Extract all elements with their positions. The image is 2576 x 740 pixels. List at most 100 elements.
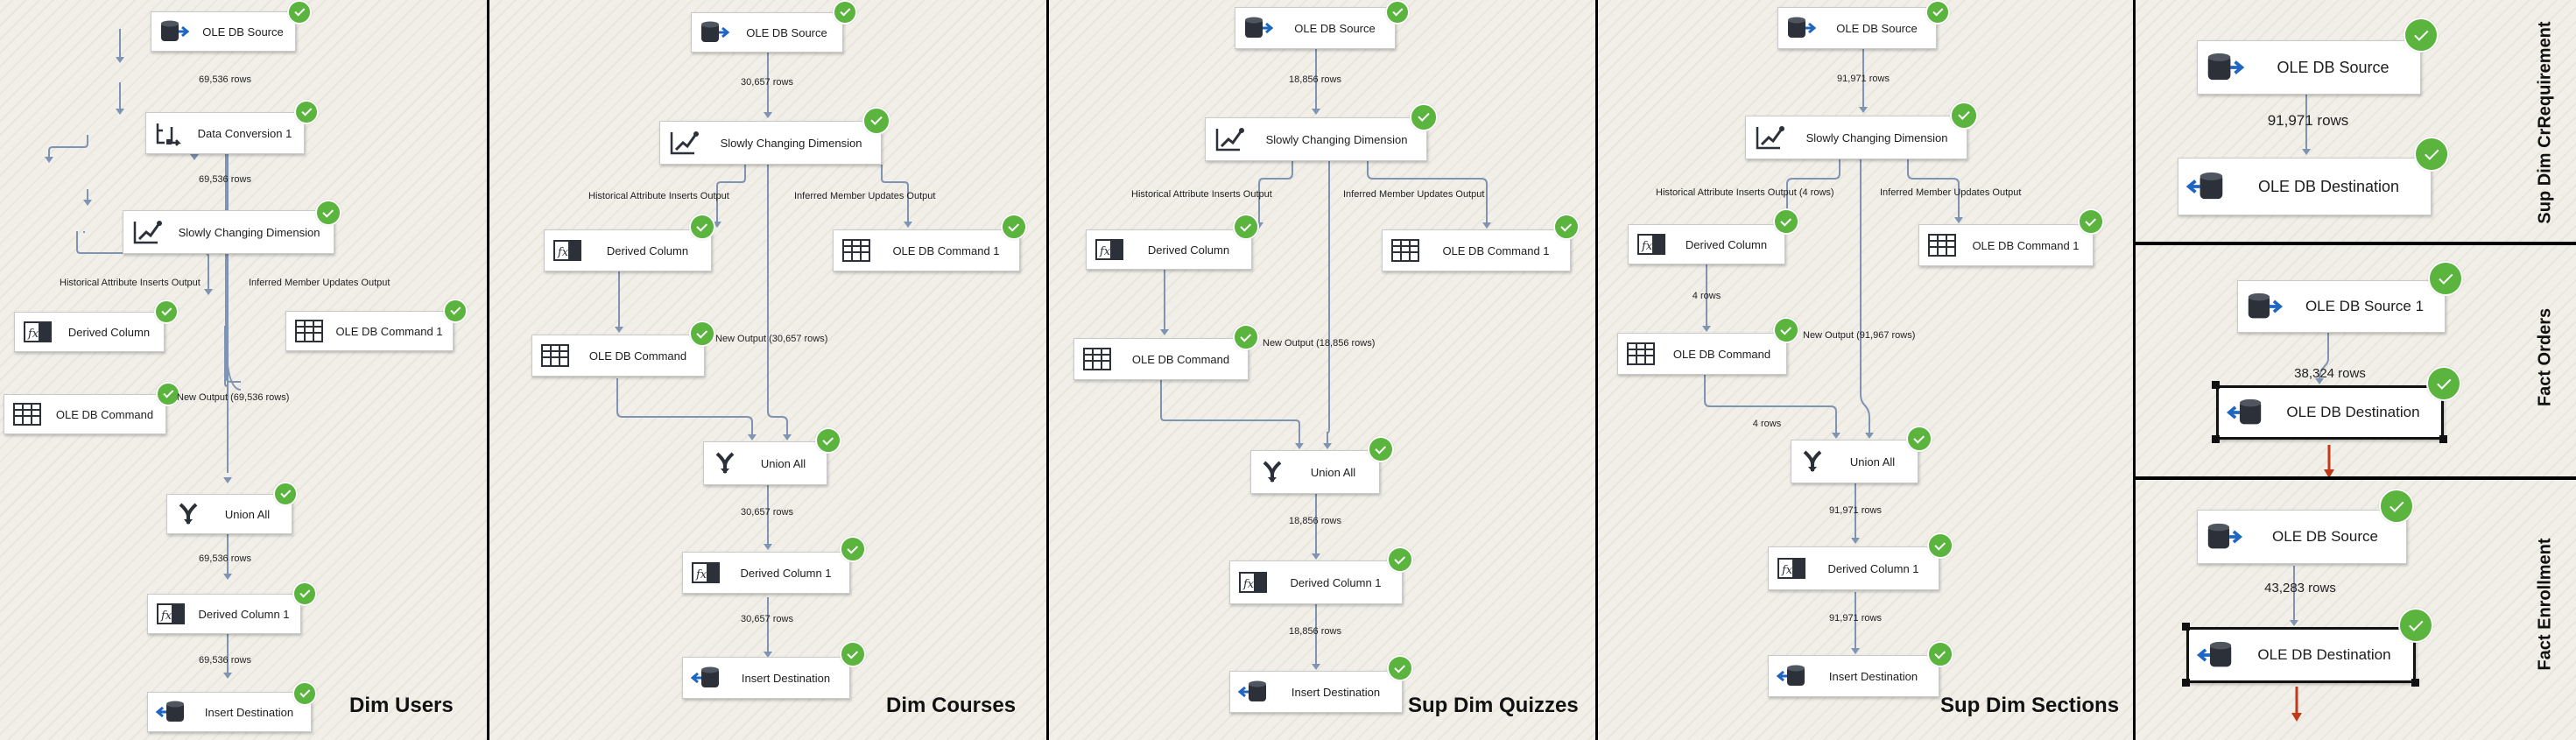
ole-db-command-icon xyxy=(12,401,42,427)
ole-db-source[interactable]: OLE DB Source xyxy=(2197,510,2407,564)
ole-db-source[interactable]: OLE DB Source xyxy=(1777,7,1937,49)
success-check-icon xyxy=(840,641,866,667)
database-source-icon xyxy=(159,19,189,44)
resize-handle[interactable] xyxy=(2212,381,2220,389)
panel-title: Fact Orders xyxy=(2535,307,2555,407)
node-label: Union All xyxy=(1310,465,1356,479)
row-count-label: 30,657 rows xyxy=(741,507,793,518)
union-all[interactable]: Union All xyxy=(703,441,827,485)
success-check-icon xyxy=(1387,655,1413,681)
row-count-label: 18,856 rows xyxy=(1289,74,1341,85)
derived-column[interactable]: fx Derived Column xyxy=(1628,224,1785,264)
output-label: New Output (69,536 rows) xyxy=(177,392,290,403)
resize-handle[interactable] xyxy=(2212,435,2220,443)
row-count-label: 18,856 rows xyxy=(1289,626,1341,637)
output-label: Historical Attribute Inserts Output xyxy=(60,278,201,288)
success-check-icon xyxy=(2078,208,2104,235)
svg-text:fx: fx xyxy=(1641,240,1653,253)
ole-db-command-1[interactable]: OLE DB Command 1 xyxy=(285,311,454,351)
svg-text:fx: fx xyxy=(557,246,569,259)
success-check-icon xyxy=(1950,102,1978,130)
success-check-icon xyxy=(689,214,715,240)
union-all[interactable]: Union All xyxy=(166,494,292,534)
derived-column-1[interactable]: fx Derived Column 1 xyxy=(1768,546,1939,590)
ole-db-source[interactable]: OLE DB Source xyxy=(1235,7,1396,49)
ole-db-command-1[interactable]: OLE DB Command 1 xyxy=(1918,224,2094,266)
row-count-label: 30,657 rows xyxy=(741,77,793,88)
ole-db-source[interactable]: OLE DB Source xyxy=(691,12,843,53)
union-all[interactable]: Union All xyxy=(1791,440,1918,483)
success-check-icon xyxy=(294,100,319,124)
node-label: Insert Destination xyxy=(1828,669,1918,683)
row-count-label: 43,283 rows xyxy=(2264,581,2336,596)
union-all[interactable]: Union All xyxy=(1250,450,1380,494)
node-label: OLE DB Command xyxy=(588,349,687,363)
insert-destination[interactable]: Insert Destination xyxy=(1768,655,1939,697)
success-check-icon xyxy=(1553,214,1580,240)
derived-column-1[interactable]: fx Derived Column 1 xyxy=(1229,560,1403,604)
ole-db-source-1[interactable]: OLE DB Source 1 xyxy=(2237,280,2446,333)
output-label: New Output (91,967 rows) xyxy=(1803,330,1916,341)
panel-title: Fact Enrollment xyxy=(2535,538,2555,671)
resize-handle[interactable] xyxy=(2439,435,2447,443)
ole-db-destination[interactable]: OLE DB Destination xyxy=(2216,385,2444,440)
ole-db-command-1[interactable]: OLE DB Command 1 xyxy=(833,229,1020,271)
success-check-icon xyxy=(156,382,180,406)
derived-column-1[interactable]: fx Derived Column 1 xyxy=(147,594,301,634)
success-check-icon xyxy=(443,299,468,323)
ole-db-command[interactable]: OLE DB Command xyxy=(4,394,166,434)
node-label: OLE DB Source xyxy=(1836,21,1918,35)
ole-db-source[interactable]: OLE DB Source xyxy=(2197,40,2421,95)
success-check-icon xyxy=(2426,366,2461,401)
node-label: Slowly Changing Dimension xyxy=(1805,130,1948,144)
database-destination-icon xyxy=(691,666,721,690)
row-count-label: 91,971 rows xyxy=(1829,505,1882,516)
insert-destination[interactable]: Insert Destination xyxy=(682,657,850,699)
success-check-icon xyxy=(2428,261,2463,296)
success-check-icon xyxy=(1233,214,1259,240)
node-label: OLE DB Destination xyxy=(2286,404,2420,420)
node-label: OLE DB Source 1 xyxy=(2305,298,2425,314)
derived-column[interactable]: fx Derived Column xyxy=(544,229,712,271)
database-source-icon xyxy=(1786,16,1816,40)
derived-column[interactable]: fx Derived Column xyxy=(1086,229,1252,270)
output-label: Historical Attribute Inserts Output (4 r… xyxy=(1656,187,1834,198)
row-count-label: 69,536 rows xyxy=(199,655,251,666)
ole-db-command[interactable]: OLE DB Command xyxy=(531,335,705,377)
panel-dim-users: OLE DB Source 69,536 rows Data Conversio… xyxy=(0,0,487,740)
svg-text:fx: fx xyxy=(160,610,172,623)
resize-handle[interactable] xyxy=(2182,623,2190,631)
slowly-changing-dimension[interactable]: Slowly Changing Dimension xyxy=(659,121,882,165)
derived-column-icon: fx xyxy=(691,560,721,586)
node-label: OLE DB Destination xyxy=(2257,646,2391,663)
slowly-changing-dimension[interactable]: Slowly Changing Dimension xyxy=(1745,116,1967,159)
database-source-icon xyxy=(1243,16,1273,40)
ole-db-command-icon xyxy=(1927,232,1957,258)
output-label: Inferred Member Updates Output xyxy=(1880,187,2022,198)
ole-db-command[interactable]: OLE DB Command xyxy=(1073,338,1249,380)
success-check-icon xyxy=(154,300,179,324)
row-count-label: 91,971 rows xyxy=(1837,74,1890,84)
slowly-changing-dimension[interactable]: Slowly Changing Dimension xyxy=(123,210,334,254)
output-label: New Output (18,856 rows) xyxy=(1263,338,1376,349)
resize-handle[interactable] xyxy=(2182,679,2190,687)
derived-column-1[interactable]: fx Derived Column 1 xyxy=(682,552,850,594)
data-conversion-1[interactable]: Data Conversion 1 xyxy=(145,112,305,154)
ole-db-command[interactable]: OLE DB Command xyxy=(1617,333,1787,375)
success-check-icon xyxy=(1925,0,1950,25)
ole-db-source[interactable]: OLE DB Source xyxy=(151,11,296,52)
insert-destination[interactable]: Insert Destination xyxy=(1229,671,1403,713)
derived-column[interactable]: fx Derived Column xyxy=(14,312,165,352)
slowly-changing-dimension[interactable]: Slowly Changing Dimension xyxy=(1205,117,1427,161)
resize-handle[interactable] xyxy=(2411,679,2419,687)
database-destination-icon xyxy=(1238,680,1268,704)
success-check-icon xyxy=(292,581,317,606)
node-label: Union All xyxy=(760,456,806,470)
ole-db-destination[interactable]: OLE DB Destination xyxy=(2186,627,2416,683)
svg-text:fx: fx xyxy=(1099,245,1111,258)
database-source-icon xyxy=(2246,292,2283,321)
ole-db-destination[interactable]: OLE DB Destination xyxy=(2178,158,2432,215)
insert-destination[interactable]: Insert Destination xyxy=(147,692,312,732)
node-label: Insert Destination xyxy=(741,671,831,685)
ole-db-command-1[interactable]: OLE DB Command 1 xyxy=(1382,229,1571,271)
